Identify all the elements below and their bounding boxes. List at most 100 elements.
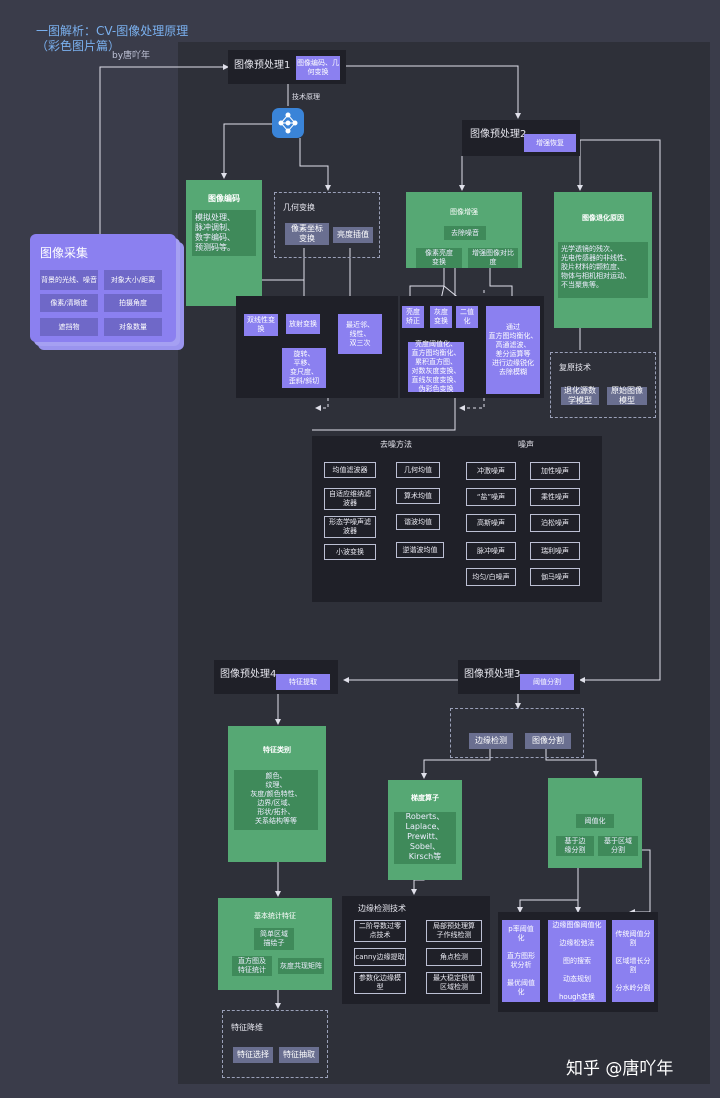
restore-group: 复原技术 退化源数 学模型 原始图像 模型 xyxy=(550,352,656,418)
edge-based-segment: 基于边 缘分割 xyxy=(556,836,594,856)
noise-type: 瑞利噪声 xyxy=(530,542,580,560)
edge-tech-item: 二阶导数过零 点技术 xyxy=(354,920,406,942)
enhancement-title: 图像增强 xyxy=(450,208,478,216)
binarization: 二值 化 xyxy=(456,306,478,328)
acquire-item: 对象数量 xyxy=(104,318,162,336)
original-image-model: 原始图像 模型 xyxy=(607,386,647,405)
feature-reduction-group: 特征降维 特征选择 特征抽取 xyxy=(222,1010,328,1078)
preprocess-2-title: 图像预处理2 xyxy=(470,129,527,140)
noise-type: 加性噪声 xyxy=(530,462,580,480)
brightness-interpolation: 亮度插值 xyxy=(333,227,373,243)
noise-type: 伽马噪声 xyxy=(530,568,580,586)
contrast-tag: 增强图像对比 度 xyxy=(468,248,518,268)
cooccurrence-matrix: 灰度共现矩阵 xyxy=(278,958,324,974)
edge-detection-tag: 边缘检测 xyxy=(469,733,513,749)
title-line-2: （彩色图片篇） xyxy=(36,39,121,53)
edge-tech-title: 边缘检测技术 xyxy=(358,904,406,913)
preprocess-4-node: 图像预处理4 特征提取 xyxy=(214,660,338,694)
preprocess-2-node: 图像预处理2 增强恢复 xyxy=(462,120,580,156)
feature-selection: 特征选择 xyxy=(233,1047,273,1063)
threshold-methods-a: p率阈值 化 直方图形 状分析 最优阈值 化 xyxy=(502,920,540,1002)
acquire-item: 拍摄角度 xyxy=(104,294,162,312)
feature-extraction: 特征抽取 xyxy=(279,1047,319,1063)
image-segmentation-tag: 图像分割 xyxy=(525,733,571,749)
geometric-group: 几何变换 像素坐标 变换 亮度插值 xyxy=(274,192,380,258)
mean-method: 几何均值 xyxy=(396,462,440,478)
degradation-title: 图像退化原因 xyxy=(582,214,624,222)
mean-method: 逆谐波均值 xyxy=(396,542,444,558)
denoise-filter: 均值滤波器 xyxy=(324,462,376,478)
preprocess-3-title: 图像预处理3 xyxy=(464,669,521,680)
title-line-1: 一图解析：CV-图像处理原理 xyxy=(36,24,189,38)
preprocess-4-tag: 特征提取 xyxy=(276,674,330,690)
feature-types-body: 颜色、 纹理、 灰度/颜色特性、 边界/区域、 形状/拓扑、 关系结构等等 xyxy=(234,770,318,830)
edge-tech-item: 角点检测 xyxy=(426,948,482,966)
preprocess-2-tag: 增强恢复 xyxy=(524,134,576,152)
basic-stats-card: 基本统计特征 简单区域 描绘子 直方图及 特征统计 灰度共现矩阵 xyxy=(218,898,332,990)
edge-tech-panel: 边缘检测技术 二阶导数过零 点技术 局部预处理算 子作线检测 canny边缘提取… xyxy=(342,896,490,1004)
preprocess-1-tag: 图像编码、几何变换 xyxy=(296,56,340,80)
acquire-item: 对象大小/距离 xyxy=(104,270,162,290)
page-title: 一图解析：CV-图像处理原理 （彩色图片篇） xyxy=(36,24,188,54)
noise-title: 噪声 xyxy=(518,440,534,449)
denoise-filter: 形态学噪声滤 波器 xyxy=(324,516,376,538)
acquire-title: 图像采集 xyxy=(40,246,89,260)
basic-stats-title: 基本统计特征 xyxy=(254,912,296,920)
encoding-body: 模拟处理、 脉冲调制、 数字编码、 预测码等。 xyxy=(192,210,256,256)
geometric-subpanel: 双线性变 换 放射变换 旋转、 平移、 变尺度、 歪斜/斜切 最近邻、 线性、 … xyxy=(236,296,398,398)
pixel-brightness-tag: 像素亮度 变换 xyxy=(416,248,462,268)
segmentation-group: 边缘检测 图像分割 xyxy=(450,708,584,758)
brightness-methods: 亮度阈值化、 直方图均衡化、 累积直方图、 对数灰度变换、 直线灰度变换、 伪彩… xyxy=(408,340,464,393)
edge-tech-item: 最大稳定极值 区域检测 xyxy=(426,972,482,994)
threshold-methods-panel: p率阈值 化 直方图形 状分析 最优阈值 化 边缘图像阈值化 边缘松弛法 图的搜… xyxy=(498,912,658,1012)
noise-type: 泊松噪声 xyxy=(530,514,580,532)
enhancement-subpanel: 亮度 矫正 灰度 变换 二值 化 亮度阈值化、 直方图均衡化、 累积直方图、 对… xyxy=(400,296,544,398)
histogram-stats: 直方图及 特征统计 xyxy=(232,956,272,976)
threshold-methods-c: 传统阈值分 割 区域增长分 割 分水岭分割 xyxy=(612,920,654,1002)
mean-method: 算术均值 xyxy=(396,488,440,504)
noise-type: 高斯噪声 xyxy=(466,514,516,532)
degradation-model: 退化源数 学模型 xyxy=(561,386,599,405)
preprocess-1-node: 图像预处理1 图像编码、几何变换 xyxy=(228,50,346,84)
region-descriptor: 简单区域 描绘子 xyxy=(254,928,294,950)
preprocess-3-tag: 阈值分割 xyxy=(520,674,574,690)
gamma-correction: 亮度 矫正 xyxy=(402,306,424,328)
preprocess-4-title: 图像预处理4 xyxy=(220,669,277,680)
noise-type: 均匀/白噪声 xyxy=(466,568,516,586)
edge-tech-item: canny边缘提取 xyxy=(354,948,406,966)
threshold-methods-b: 边缘图像阈值化 边缘松弛法 图的搜索 动态规划 hough变换 xyxy=(548,920,606,1002)
denoise-filter: 小波变换 xyxy=(324,544,376,560)
noise-type: 脉冲噪声 xyxy=(466,542,516,560)
acquire-item: 背景的光线、噪音 xyxy=(40,270,98,290)
threshold-card: 阈值化 基于边 缘分割 基于区域 分割 xyxy=(548,778,642,868)
mean-method: 谐波均值 xyxy=(396,514,440,530)
encoding-title: 图像编码 xyxy=(208,194,240,203)
geometric-title: 几何变换 xyxy=(283,203,315,212)
restore-title: 复原技术 xyxy=(559,363,591,372)
preprocess-3-node: 图像预处理3 阈值分割 xyxy=(458,660,580,694)
tech-principle-label: 技术原理 xyxy=(292,93,320,101)
gradient-title: 梯度算子 xyxy=(411,794,439,802)
feature-reduction-title: 特征降维 xyxy=(231,1023,263,1032)
network-icon xyxy=(272,108,304,138)
interpolation-methods: 最近邻、 线性、 双三次 xyxy=(338,314,382,354)
feature-types-title: 特征类别 xyxy=(263,746,291,754)
noise-type: 乘性噪声 xyxy=(530,488,580,506)
author-label: by唐吖年 xyxy=(112,51,151,61)
denoise-title: 去噪方法 xyxy=(380,440,412,449)
feature-types-card: 特征类别 颜色、 纹理、 灰度/颜色特性、 边界/区域、 形状/拓扑、 关系结构… xyxy=(228,726,326,862)
degradation-body: 光学透镜的残次、 光电传感器的非线性、 胶片材料的颗粒度、 物体与相机相对运动、… xyxy=(558,242,648,298)
gradient-card: 梯度算子 Roberts、 Laplace、 Prewitt、 Sobel、 K… xyxy=(388,780,462,880)
edge-sharpen-methods: 通过 直方图均衡化、 高通滤波、 差分运算等 进行边缘锐化 去除模糊 xyxy=(486,306,540,394)
encoding-card: 图像编码 模拟处理、 脉冲调制、 数字编码、 预测码等。 xyxy=(186,180,262,306)
noise-type: “盐”噪声 xyxy=(466,488,516,506)
denoise-tag: 去除噪音 xyxy=(444,226,486,240)
noise-type: 冲激噪声 xyxy=(466,462,516,480)
acquire-card: 图像采集 背景的光线、噪音 对象大小/距离 像素/清晰度 拍摄角度 遮挡物 对象… xyxy=(30,234,176,342)
gradient-body: Roberts、 Laplace、 Prewitt、 Sobel、 Kirsch… xyxy=(394,812,456,864)
degradation-card: 图像退化原因 光学透镜的残次、 光电传感器的非线性、 胶片材料的颗粒度、 物体与… xyxy=(554,192,652,328)
preprocess-1-title: 图像预处理1 xyxy=(234,60,291,71)
affine-detail: 旋转、 平移、 变尺度、 歪斜/斜切 xyxy=(282,348,326,388)
region-based-segment: 基于区域 分割 xyxy=(598,836,638,856)
acquire-item: 像素/清晰度 xyxy=(40,294,98,312)
